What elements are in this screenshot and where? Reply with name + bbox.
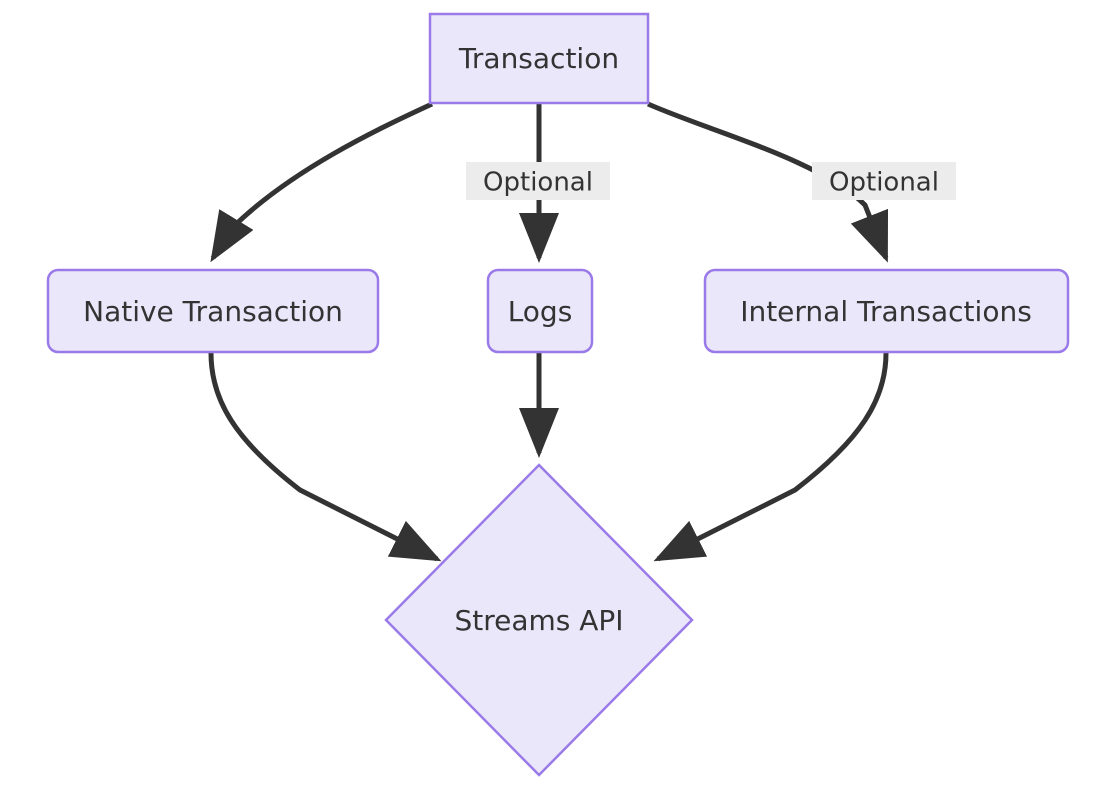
edge-native-transaction-to-streams-api	[208, 352, 442, 562]
edge-label-optional-logs-text: Optional	[483, 168, 593, 198]
node-native-transaction-label: Native Transaction	[83, 295, 343, 328]
node-transaction[interactable]: Transaction	[428, 12, 650, 105]
node-internal-transactions-shape[interactable]	[703, 268, 1070, 354]
node-transaction-label: Transaction	[458, 42, 619, 75]
edges-layer	[208, 101, 889, 562]
edge-label-optional-internal-transactions-bg	[812, 162, 956, 200]
node-logs-shape[interactable]	[486, 268, 594, 354]
node-streams-api[interactable]: Streams API	[384, 463, 694, 777]
edge-transaction-to-native-transaction	[210, 101, 434, 263]
node-streams-api-label: Streams API	[454, 604, 623, 637]
edge-internal-transactions-to-streams-api	[653, 352, 889, 562]
node-logs[interactable]: Logs	[486, 268, 594, 354]
node-native-transaction-shape[interactable]	[46, 268, 380, 354]
node-logs-label: Logs	[508, 295, 573, 328]
node-internal-transactions[interactable]: Internal Transactions	[703, 268, 1070, 354]
edge-label-optional-internal-transactions: Optional	[812, 162, 956, 200]
edge-label-optional-logs-bg	[466, 162, 610, 200]
edge-labels-layer: Optional Optional	[466, 162, 956, 200]
node-transaction-shape[interactable]	[428, 12, 650, 105]
node-native-transaction[interactable]: Native Transaction	[46, 268, 380, 354]
edge-label-optional-logs: Optional	[466, 162, 610, 200]
node-streams-api-shape[interactable]	[384, 463, 694, 777]
nodes-layer: Transaction Native Transaction Logs Inte…	[46, 12, 1070, 777]
node-internal-transactions-label: Internal Transactions	[740, 295, 1032, 328]
edge-label-optional-internal-transactions-text: Optional	[829, 168, 939, 198]
